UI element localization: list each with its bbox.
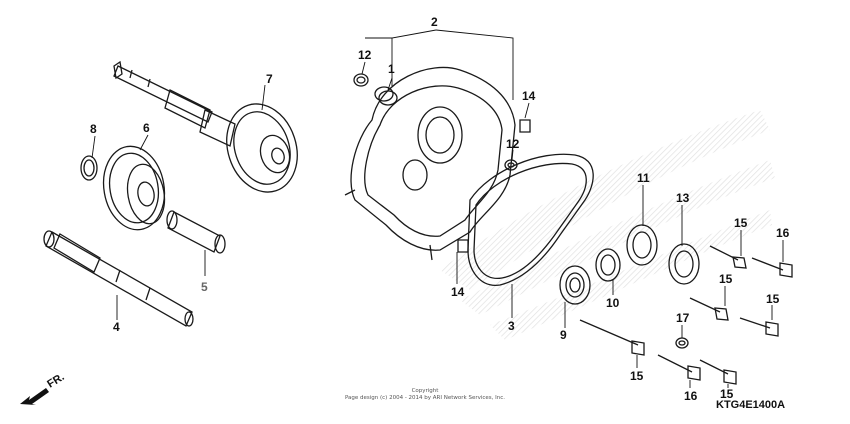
bolt-15-a[interactable] [709, 245, 747, 269]
callout-9: 9 [560, 328, 567, 342]
callout-14-top: 14 [522, 89, 536, 103]
gasket-3[interactable] [467, 153, 594, 286]
callout-2: 2 [431, 15, 438, 29]
bolt-15-c[interactable] [739, 317, 779, 337]
callout-6: 6 [143, 121, 150, 135]
front-direction-arrow: FR. [20, 371, 67, 405]
oil-seal-12-top[interactable] [353, 73, 369, 87]
watermark-wing-logo [440, 110, 775, 340]
callout-15-b: 15 [719, 272, 733, 286]
copyright-notice: Copyright Page design (c) 2004 - 2014 by… [330, 388, 520, 402]
fr-label: FR. [45, 371, 66, 391]
callout-4: 4 [113, 320, 120, 334]
callout-5: 5 [201, 280, 208, 294]
callout-15-a: 15 [734, 216, 748, 230]
copyright-line-2: Page design (c) 2004 - 2014 by ARI Netwo… [344, 395, 506, 401]
bearing-10[interactable] [595, 248, 621, 282]
callout-3: 3 [508, 319, 515, 333]
diagram-code: KTG4E1400A [716, 399, 786, 411]
bolt-15-d[interactable] [579, 319, 645, 356]
drive-shaft-4[interactable] [43, 230, 194, 327]
transmission-case-2[interactable] [344, 66, 516, 261]
washer-8[interactable] [80, 155, 98, 181]
callout-17: 17 [676, 311, 690, 325]
callout-13: 13 [676, 191, 690, 205]
callout-16-a: 16 [776, 226, 790, 240]
bolt-15-e[interactable] [699, 359, 737, 385]
callout-15-c: 15 [766, 292, 780, 306]
callout-12-top: 12 [358, 48, 372, 62]
dowel-pin-14-top[interactable] [519, 119, 531, 133]
bearing-9[interactable] [559, 265, 591, 305]
callout-12-right: 12 [506, 137, 520, 151]
bolt-16-a[interactable] [751, 257, 793, 278]
leader-lines [91, 29, 784, 388]
callout-15-e: 15 [720, 387, 734, 401]
bushing-1[interactable] [374, 86, 398, 106]
washer-17[interactable] [675, 337, 689, 349]
callout-11: 11 [637, 171, 650, 185]
shaft-with-large-gear[interactable] [113, 60, 308, 201]
callout-16-b: 16 [684, 389, 698, 403]
callout-labels: 2 12 1 7 14 8 6 12 11 13 15 16 5 14 10 1… [90, 15, 790, 403]
bearing-11[interactable] [626, 224, 658, 266]
bolt-16-b[interactable] [657, 354, 701, 381]
callout-1: 1 [388, 62, 395, 76]
dowel-pin-14-bottom[interactable] [457, 239, 469, 253]
bolt-15-b[interactable] [689, 297, 729, 321]
pinion-5[interactable] [166, 210, 226, 254]
bearing-13[interactable] [668, 243, 700, 285]
callout-7: 7 [266, 72, 273, 86]
callout-15-d: 15 [630, 369, 644, 383]
callout-10: 10 [606, 296, 620, 310]
gear-6[interactable] [97, 141, 171, 234]
copyright-line-1: Copyright [411, 388, 439, 394]
callout-8: 8 [90, 122, 97, 136]
callout-14-bottom: 14 [451, 285, 465, 299]
